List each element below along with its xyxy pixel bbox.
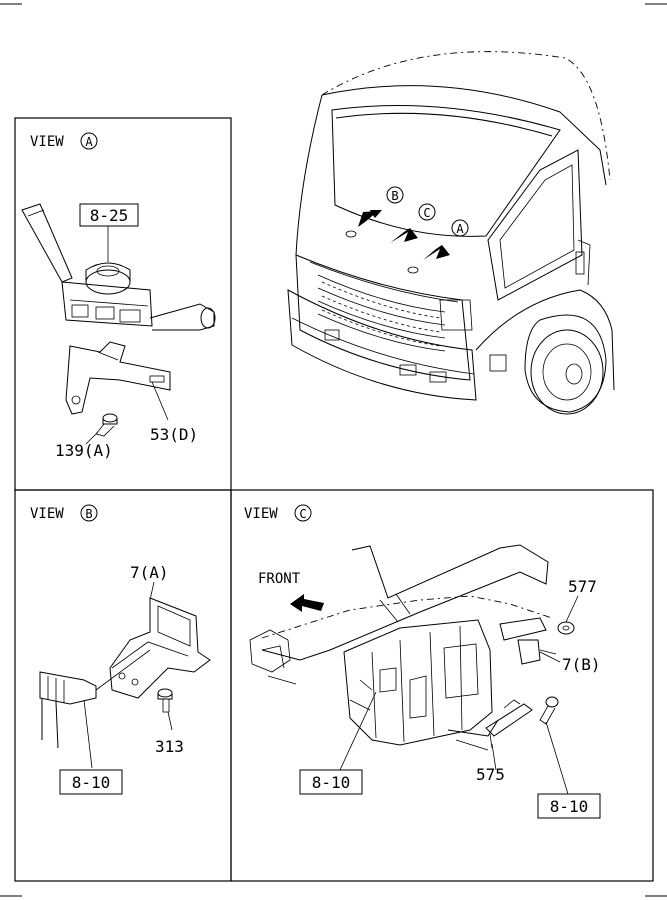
leader-313 bbox=[167, 711, 173, 731]
svg-text:B: B bbox=[85, 507, 92, 521]
clip-connector-illustration bbox=[539, 696, 559, 725]
svg-text:VIEW: VIEW bbox=[244, 506, 278, 522]
truck-arrow-label-b: B bbox=[386, 186, 404, 204]
nut-577-illustration bbox=[557, 621, 575, 635]
leader-577 bbox=[565, 595, 579, 623]
label-8-10-view-c-left: 8-10 bbox=[299, 769, 363, 795]
svg-text:VIEW: VIEW bbox=[30, 134, 64, 150]
label-7a: 7(A) bbox=[130, 563, 169, 582]
relay-575-illustration bbox=[485, 699, 533, 749]
connector-illustration bbox=[39, 649, 151, 749]
label-313: 313 bbox=[155, 737, 184, 756]
svg-text:C: C bbox=[299, 507, 306, 521]
label-8-10-view-b: 8-10 bbox=[59, 769, 123, 795]
panel-frames bbox=[14, 117, 654, 882]
svg-text:8-10: 8-10 bbox=[550, 797, 589, 816]
svg-text:VIEW: VIEW bbox=[30, 506, 64, 522]
view-c-title: VIEW C bbox=[244, 504, 312, 522]
svg-text:8-10: 8-10 bbox=[72, 773, 111, 792]
leader-8-10-c-right bbox=[545, 721, 569, 795]
leader-575 bbox=[491, 743, 497, 771]
bolt-313-illustration bbox=[157, 688, 173, 713]
svg-text:B: B bbox=[391, 189, 398, 203]
truck-arrow-label-a: A bbox=[451, 219, 469, 237]
view-b-title: VIEW B bbox=[30, 504, 98, 522]
crop-marks bbox=[0, 3, 667, 897]
label-577: 577 bbox=[568, 577, 597, 596]
label-8-10-view-c-right: 8-10 bbox=[537, 793, 601, 819]
svg-text:A: A bbox=[456, 222, 464, 236]
front-direction-indicator: FRONT bbox=[258, 571, 324, 612]
leader-139a bbox=[85, 431, 99, 445]
leader-7a bbox=[149, 581, 155, 601]
truck-illustration bbox=[287, 51, 615, 415]
label-8-25: 8-25 bbox=[79, 203, 139, 227]
bracket-7a-illustration bbox=[109, 597, 211, 699]
leader-8-10-b bbox=[83, 699, 93, 769]
label-53d: 53(D) bbox=[150, 425, 198, 444]
instrument-panel-illustration bbox=[249, 544, 553, 751]
label-7b: 7(B) bbox=[562, 655, 601, 674]
view-a-title: VIEW A bbox=[30, 132, 98, 150]
leader-53d bbox=[151, 381, 169, 421]
svg-text:C: C bbox=[423, 206, 430, 220]
combination-switch bbox=[21, 203, 216, 331]
svg-text:FRONT: FRONT bbox=[258, 571, 301, 587]
truck-arrow-label-c: C bbox=[418, 203, 436, 221]
label-139a: 139(A) bbox=[55, 441, 113, 460]
bracket-7b-illustration bbox=[499, 617, 557, 665]
bolt-139a-illustration bbox=[95, 413, 118, 437]
svg-text:8-25: 8-25 bbox=[90, 206, 129, 225]
leader-8-10-c-left bbox=[339, 691, 377, 771]
svg-text:8-10: 8-10 bbox=[312, 773, 351, 792]
bracket-53d-illustration bbox=[65, 341, 171, 415]
leader-7b bbox=[539, 651, 561, 663]
svg-text:A: A bbox=[85, 135, 93, 149]
label-575: 575 bbox=[476, 765, 505, 784]
